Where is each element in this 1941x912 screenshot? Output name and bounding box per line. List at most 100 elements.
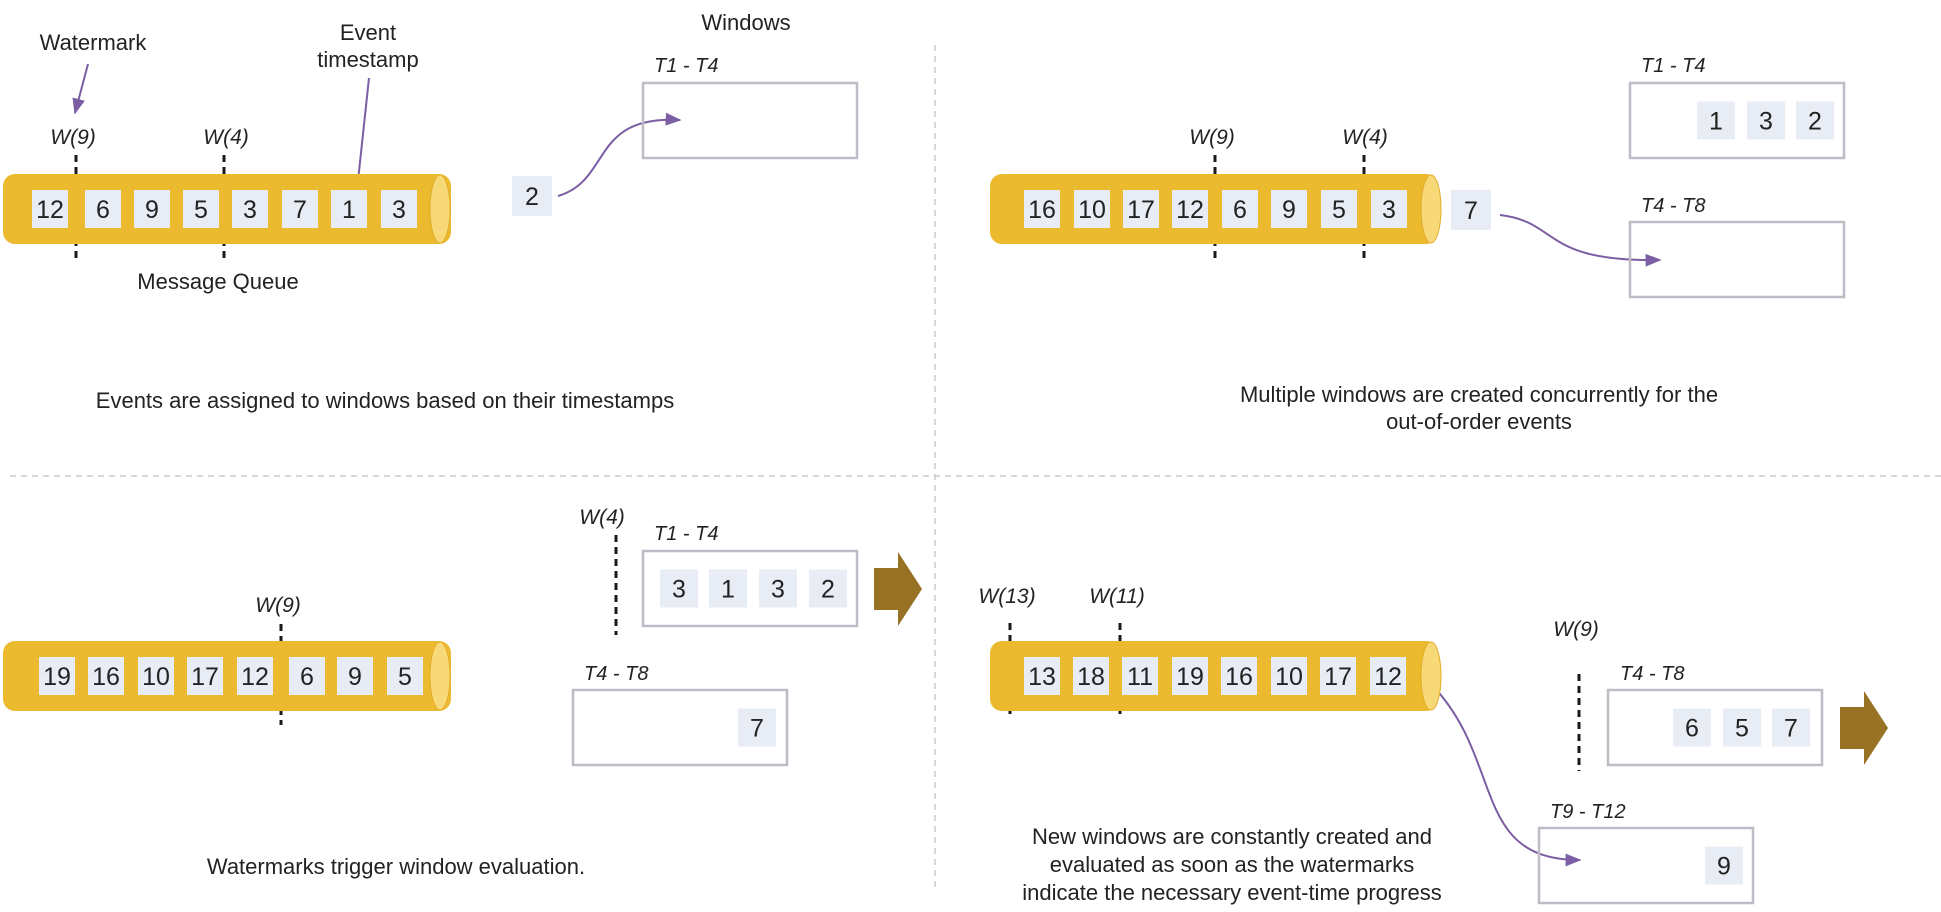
watermark-label: W(9)	[50, 126, 96, 149]
event-box	[759, 569, 797, 608]
event-timestamp: 1	[342, 196, 356, 224]
event-timestamp: 6	[96, 196, 110, 224]
event-timestamp: 17	[1127, 196, 1155, 224]
event-box	[1796, 101, 1834, 140]
event-timestamp: 6	[300, 663, 314, 691]
window-label: T1 - T4	[654, 523, 718, 545]
event-box	[512, 176, 552, 216]
event-box	[85, 190, 121, 228]
window-box	[1537, 826, 1755, 905]
event-box	[187, 657, 223, 695]
event-timestamp: 3	[243, 196, 257, 224]
event-timestamp: 5	[1332, 196, 1346, 224]
panel-caption: Events are assigned to windows based on …	[96, 388, 674, 413]
event-timestamp: 6	[1685, 715, 1699, 743]
event-box	[337, 657, 373, 695]
event-box	[1222, 190, 1258, 228]
event-timestamp: 3	[392, 196, 406, 224]
event-box	[1705, 846, 1743, 885]
event-box	[1747, 101, 1785, 140]
event-box	[660, 569, 698, 608]
event-timestamp: 7	[293, 196, 307, 224]
event-box	[282, 190, 318, 228]
event-timestamp: 9	[1717, 853, 1731, 881]
message-queue-end-cap	[429, 641, 451, 711]
window-label: T4 - T8	[584, 663, 648, 685]
event-timestamp: 10	[1275, 663, 1303, 691]
event-box	[738, 708, 776, 747]
event-timestamp: 12	[1374, 663, 1402, 691]
event-box	[1073, 657, 1109, 695]
event-timestamp: 3	[672, 576, 686, 604]
event-box	[32, 190, 68, 228]
watermark-annotation: Watermark	[40, 30, 148, 55]
event-box	[709, 569, 747, 608]
event-timestamp: 12	[241, 663, 269, 691]
event-box	[232, 190, 268, 228]
event-timestamp: 9	[1282, 196, 1296, 224]
window-box	[641, 81, 859, 160]
event-timestamp: 5	[1735, 715, 1749, 743]
event-timestamp: 2	[821, 576, 835, 604]
watermark-label: W(9)	[1553, 618, 1599, 641]
event-timestamp: 2	[525, 183, 539, 211]
event-timestamp: 6	[1233, 196, 1247, 224]
panel-caption: evaluated as soon as the watermarks	[1050, 852, 1414, 877]
message-queue-end-cap	[1420, 174, 1442, 244]
message-queue-end-cap	[1420, 641, 1442, 711]
event-box	[1123, 190, 1159, 228]
watermark-label: W(9)	[1189, 126, 1235, 149]
event-timestamp: 1	[721, 576, 735, 604]
windows-heading: Windows	[701, 10, 790, 35]
event-box	[1371, 190, 1407, 228]
message-queue-label: Message Queue	[137, 269, 298, 294]
event-timestamp: 11	[1127, 663, 1153, 691]
event-timestamp: 3	[1759, 108, 1773, 136]
event-box	[809, 569, 847, 608]
trigger-evaluation-arrow	[1840, 691, 1888, 765]
event-timestamp-annotation: Event	[340, 20, 396, 45]
watermark-label: W(4)	[1342, 126, 1388, 149]
window-label: T9 - T12	[1550, 801, 1626, 823]
assignment-arrow	[1499, 214, 1662, 267]
event-timestamp: 19	[43, 663, 71, 691]
event-box	[1271, 657, 1307, 695]
event-box	[237, 657, 273, 695]
event-timestamp: 16	[92, 663, 120, 691]
window-label: T4 - T8	[1641, 195, 1705, 217]
event-box	[1370, 657, 1406, 695]
assignment-arrow	[557, 112, 682, 197]
assignment-arrow	[352, 77, 370, 192]
event-box	[1024, 657, 1060, 695]
window-box	[571, 688, 789, 767]
event-box	[381, 190, 417, 228]
event-timestamp: 7	[750, 715, 764, 743]
trigger-evaluation-arrow	[874, 552, 922, 626]
event-box	[183, 190, 219, 228]
panel-caption: New windows are constantly created and	[1032, 824, 1432, 849]
window-box	[1606, 688, 1824, 767]
event-box	[1024, 190, 1060, 228]
event-timestamp: 7	[1464, 197, 1478, 225]
watermark-label: W(13)	[978, 585, 1035, 608]
panel-caption: out-of-order events	[1386, 409, 1572, 434]
window-label: T1 - T4	[1641, 55, 1705, 77]
event-box	[1451, 190, 1491, 230]
watermark-label: W(4)	[203, 126, 249, 149]
event-box	[1673, 708, 1711, 747]
event-timestamp: 19	[1176, 663, 1204, 691]
watermark-label: W(11)	[1089, 585, 1145, 608]
event-box	[289, 657, 325, 695]
event-timestamp: 3	[1382, 196, 1396, 224]
message-queue-end-cap	[429, 174, 451, 244]
panel-caption: Watermarks trigger window evaluation.	[207, 854, 585, 879]
event-timestamp: 5	[398, 663, 412, 691]
event-box	[138, 657, 174, 695]
event-timestamp: 10	[142, 663, 170, 691]
event-box	[1221, 657, 1257, 695]
event-timestamp: 12	[36, 196, 64, 224]
window-box	[1628, 81, 1846, 160]
event-timestamp: 7	[1784, 715, 1798, 743]
event-timestamp: 18	[1077, 663, 1105, 691]
